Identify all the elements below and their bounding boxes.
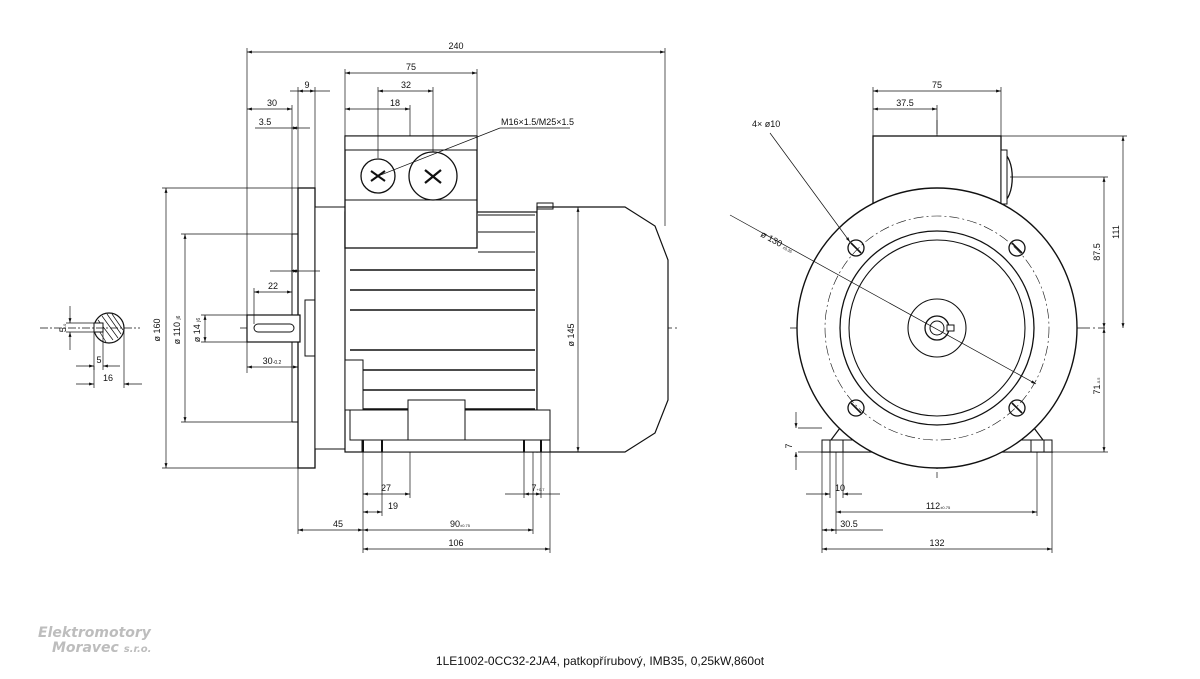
front-dim-30-5: 30.5 xyxy=(840,519,858,529)
front-dim-132: 132 xyxy=(929,538,944,548)
dim-7: 7+0.7 xyxy=(532,483,546,493)
dim-106: 106 xyxy=(448,538,463,548)
logo-suffix: s.r.o. xyxy=(123,644,152,655)
dim-19: 19 xyxy=(388,501,398,511)
shaft-dim-5: 5-0 xyxy=(58,323,68,332)
dim-240: 240 xyxy=(448,41,463,51)
dim-145: ø 145 xyxy=(566,323,576,346)
dim-110: ø 110 j6 xyxy=(172,315,182,344)
dim-45: 45 xyxy=(333,519,343,529)
dim-18: 18 xyxy=(390,98,400,108)
dim-30-shaft: 30-0.2 xyxy=(263,356,282,366)
dim-75: 75 xyxy=(406,62,416,72)
dim-32: 32 xyxy=(401,80,411,90)
side-view-dimensions xyxy=(162,48,666,553)
front-dim-75: 75 xyxy=(932,80,942,90)
front-dim-112: 112±0.75 xyxy=(926,501,951,511)
dim-14: ø 14 j6 xyxy=(192,318,202,343)
side-view xyxy=(240,127,680,469)
front-dim-87-5: 87.5 xyxy=(1092,243,1102,261)
logo-line-1: Elektromotory xyxy=(38,625,151,641)
drawing-caption: 1LE1002-0CC32-2JA4, patkopřírubový, IMB3… xyxy=(435,654,765,668)
dim-4: 4 xyxy=(293,269,299,273)
shaft-dim-5b: 5 xyxy=(96,355,101,365)
front-dim-37-5: 37.5 xyxy=(896,98,914,108)
dim-160: ø 160 xyxy=(152,318,162,341)
front-dim-130: ø 130 ±0.35 xyxy=(759,229,796,255)
front-view-dimensions xyxy=(794,87,1127,553)
shaft-section xyxy=(40,306,142,388)
logo-name: Moravec xyxy=(52,640,119,656)
shaft-labels: 5-0 5 16 xyxy=(58,323,113,383)
company-logo: Elektromotory Moravec s.r.o. xyxy=(18,626,151,657)
shaft-dim-16: 16 xyxy=(103,373,113,383)
dim-30: 30 xyxy=(267,98,277,108)
dim-90: 90±0.75 xyxy=(450,519,471,529)
thread-label: M16×1.5/M25×1.5 xyxy=(501,117,574,127)
holes-label: 4× ø10 xyxy=(752,119,780,129)
side-view-labels: 240 75 32 18 9 30 3.5 M16×1.5/M25×1.5 ø … xyxy=(152,41,576,548)
front-dim-71: 71-0.5 xyxy=(1092,377,1102,395)
front-dim-7: 7 xyxy=(784,443,794,448)
front-dim-10: 10 xyxy=(835,483,845,493)
front-dim-111: 111 xyxy=(1111,225,1121,239)
logo-line-2: Moravec s.r.o. xyxy=(18,641,151,657)
front-view xyxy=(729,120,1105,478)
dim-9: 9 xyxy=(304,80,309,90)
dim-3-5: 3.5 xyxy=(259,117,272,127)
dim-27: 27 xyxy=(381,483,391,493)
dim-22: 22 xyxy=(268,281,278,291)
